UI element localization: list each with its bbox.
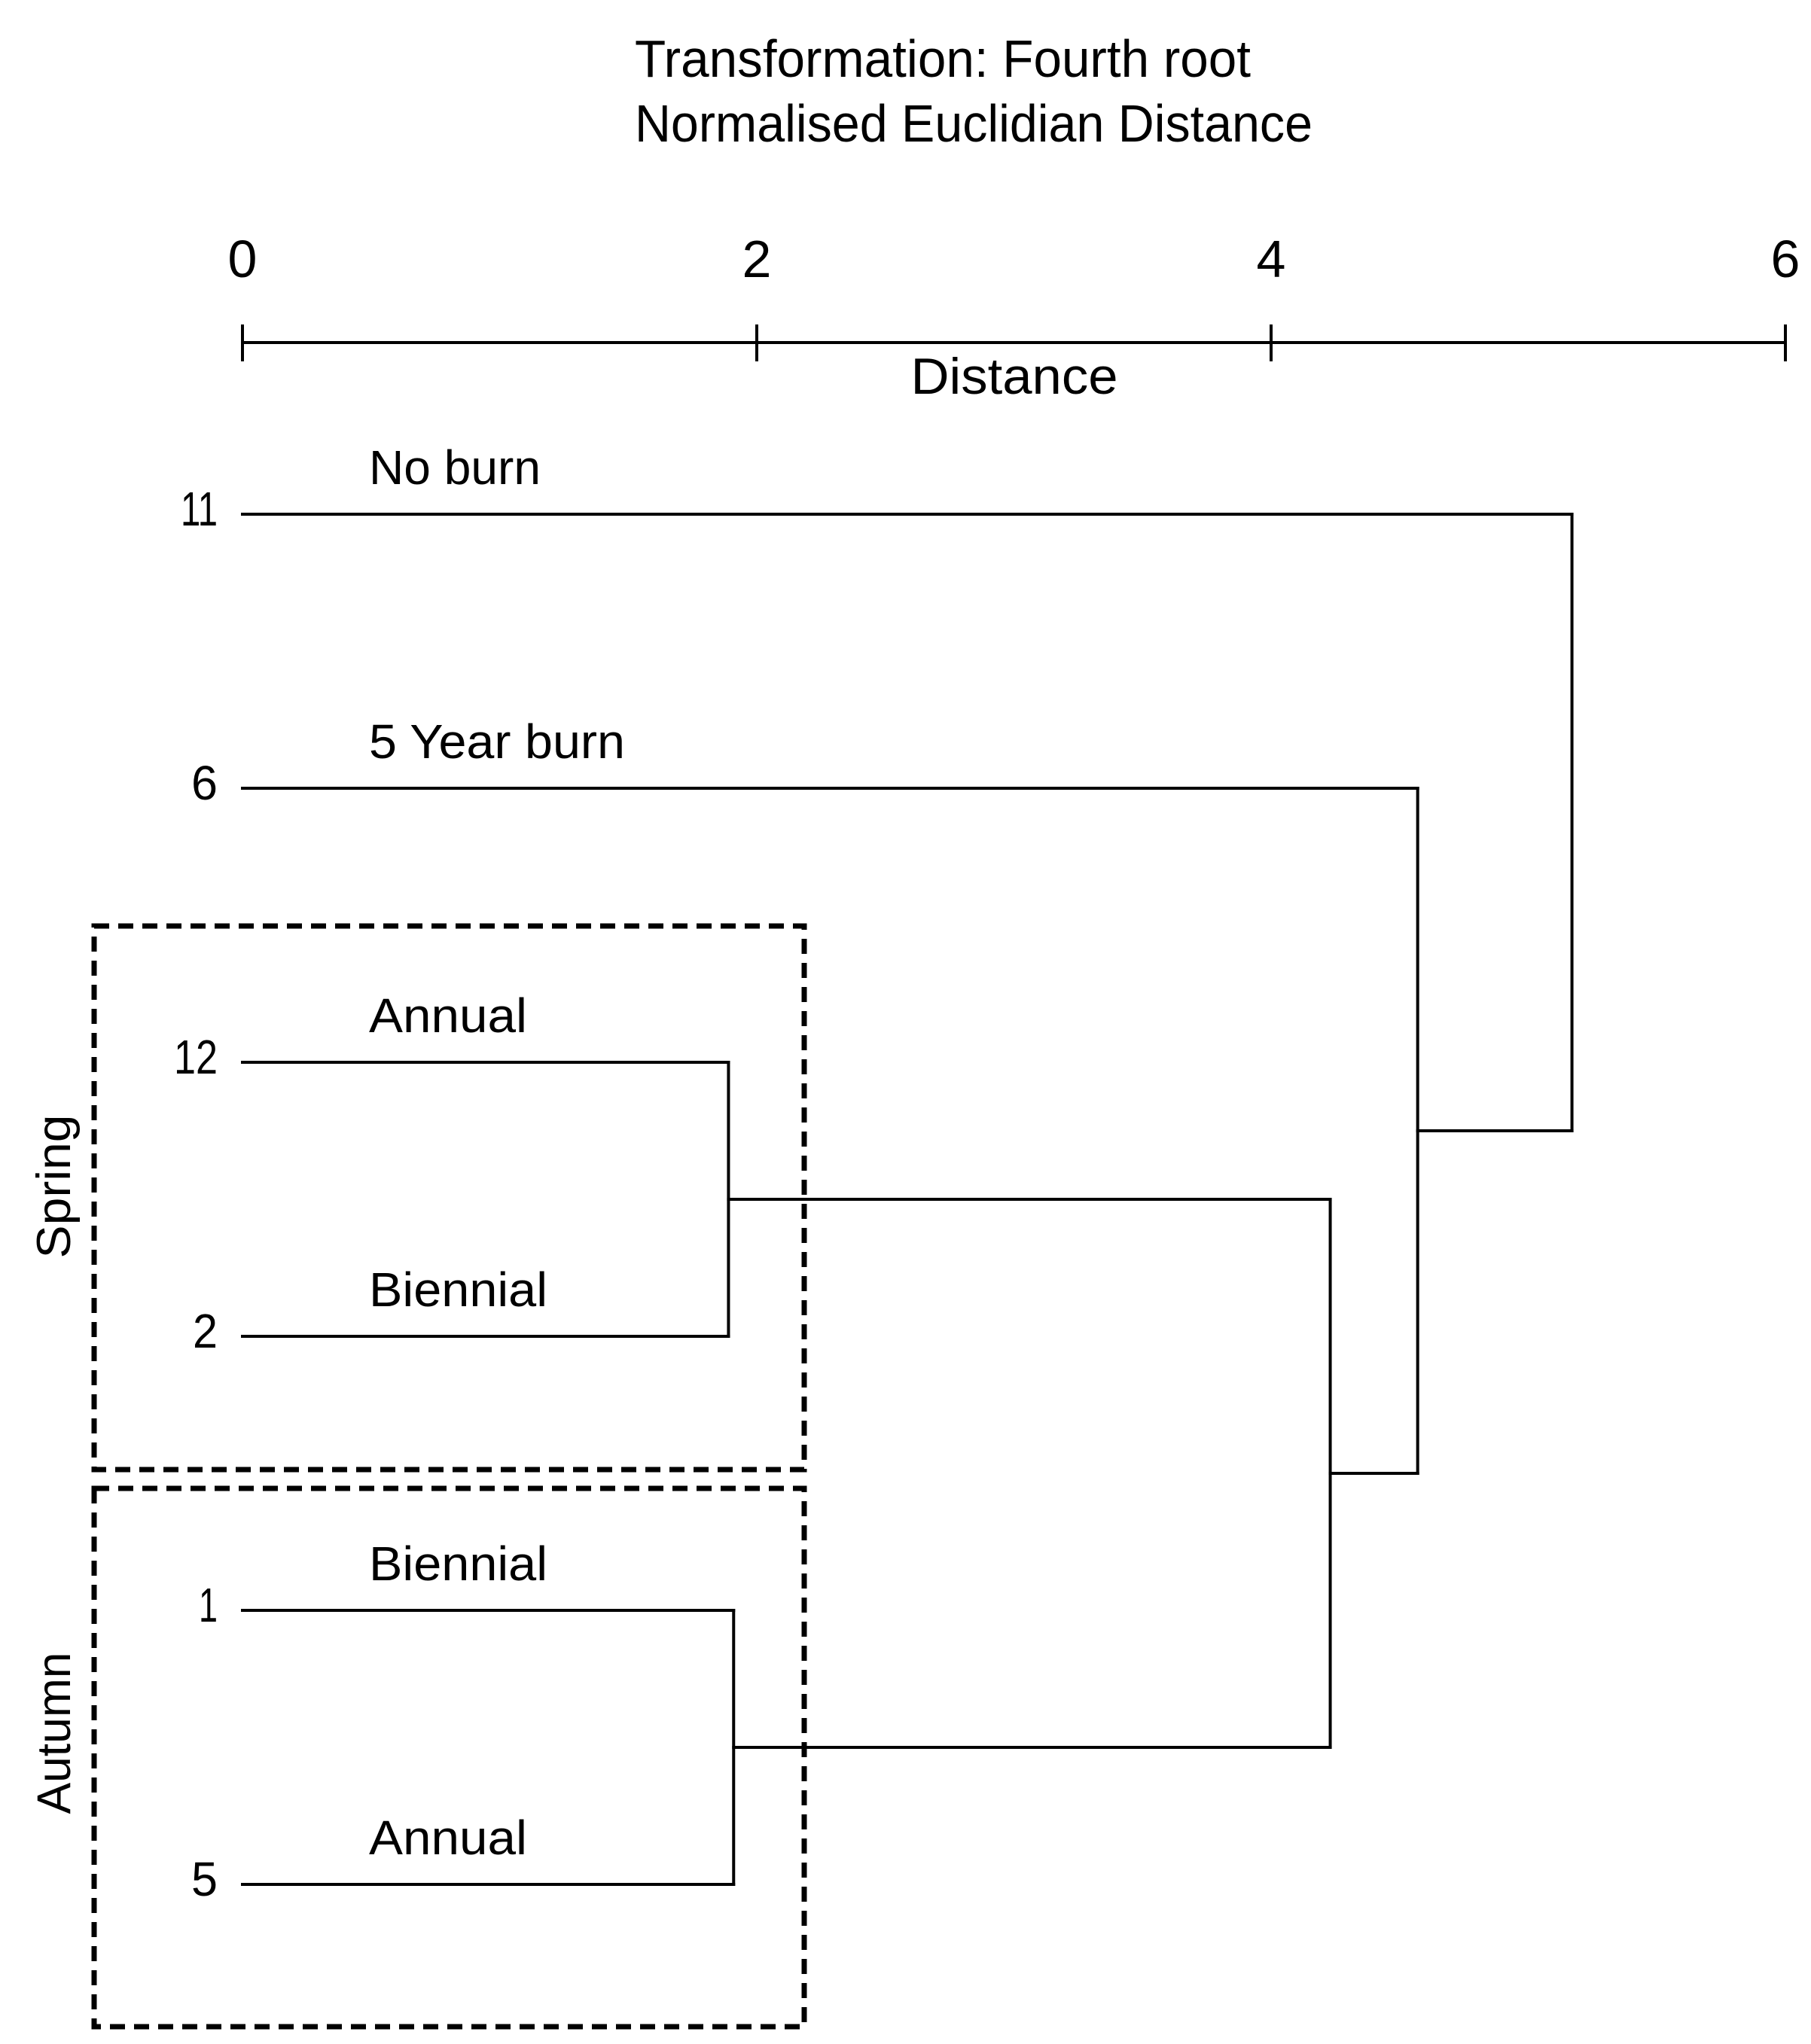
- chart-title-line-2: Normalised Euclidian Distance: [635, 94, 1313, 153]
- leaf-numbers: 11 6 12 2 1 5: [174, 482, 218, 1906]
- chart-title: Transformation: Fourth root Normalised E…: [635, 29, 1313, 153]
- leaf-label-autumn-annual: Annual: [369, 1811, 527, 1865]
- autumn-group-label: Autumn: [28, 1653, 81, 1814]
- axis-label: Distance: [911, 348, 1118, 405]
- leaf-number-6: 6: [191, 756, 218, 810]
- leaf-label-no-burn: No burn: [369, 440, 541, 495]
- dendrogram-lines: [241, 513, 1574, 1886]
- leaf-number-5: 5: [191, 1852, 218, 1906]
- leaf-label-autumn-biennial: Biennial: [369, 1537, 547, 1591]
- leaf-number-2: 2: [193, 1304, 218, 1358]
- leaf-label-spring-annual: Annual: [369, 988, 527, 1043]
- axis-tick-label-6: 6: [1771, 230, 1800, 288]
- leaf-label-5-year-burn: 5 Year burn: [369, 714, 625, 769]
- chart-title-line-1: Transformation: Fourth root: [635, 29, 1251, 88]
- axis-tick-label-0: 0: [228, 230, 258, 288]
- leaf-label-spring-biennial: Biennial: [369, 1263, 547, 1317]
- distance-axis-marks: [241, 324, 1787, 361]
- autumn-group-box: [91, 1485, 807, 2030]
- axis-tick-label-4: 4: [1257, 230, 1286, 288]
- distance-axis: 0 2 4 6 Distance: [228, 230, 1800, 405]
- spring-group-label: Spring: [28, 1115, 81, 1259]
- leaf-labels: No burn 5 Year burn Annual Biennial Bien…: [369, 440, 625, 1865]
- axis-tick-label-2: 2: [742, 230, 772, 288]
- leaf-number-12: 12: [174, 1030, 218, 1084]
- group-boxes: Spring Autumn: [28, 923, 807, 2030]
- leaf-number-11: 11: [181, 482, 218, 536]
- leaf-number-1: 1: [199, 1578, 218, 1632]
